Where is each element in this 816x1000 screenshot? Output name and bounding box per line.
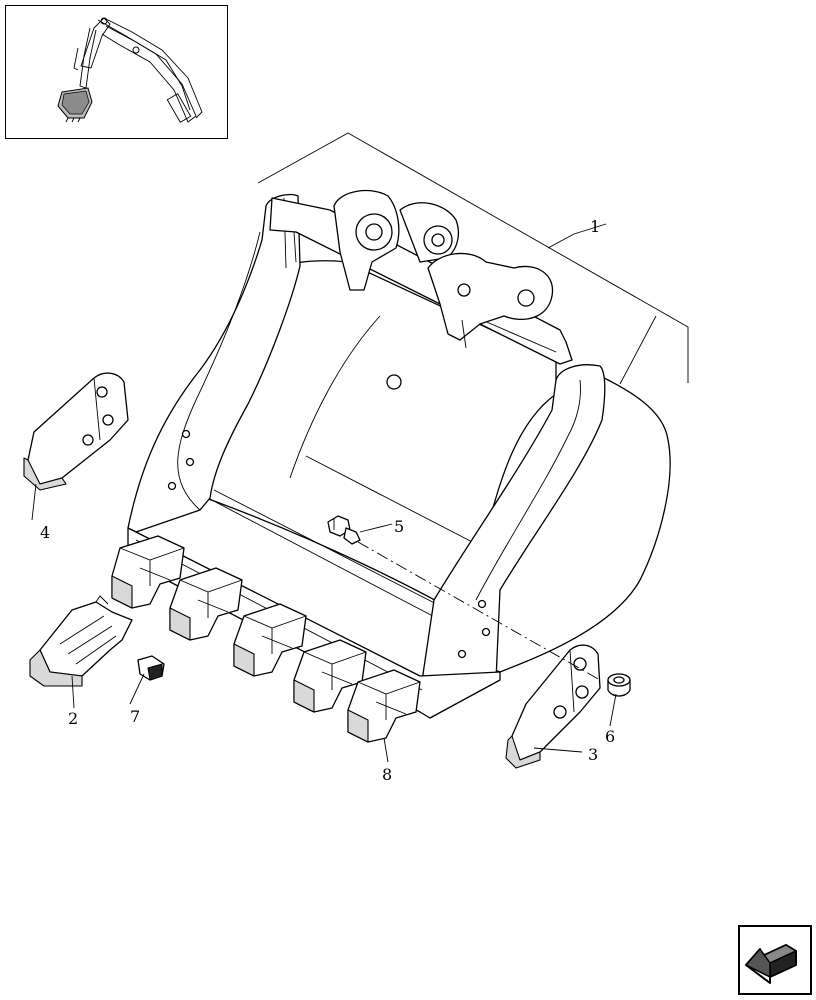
callout-4: 4 xyxy=(40,523,50,542)
assembly-centerline xyxy=(357,541,601,681)
callout-labels: 1 2 3 4 5 6 7 8 xyxy=(40,217,615,784)
leader-lines xyxy=(31,483,617,763)
tooth-point xyxy=(29,595,133,687)
next-page-button[interactable] xyxy=(738,925,812,995)
left-side-cutter xyxy=(23,372,129,491)
nut xyxy=(607,673,631,697)
callout-7: 7 xyxy=(130,707,140,726)
bolt xyxy=(327,515,361,545)
callout-3: 3 xyxy=(588,745,598,764)
adapter-3 xyxy=(233,603,307,677)
callout-8: 8 xyxy=(382,765,392,784)
lock-pin xyxy=(137,655,165,681)
tooth-adapters xyxy=(111,535,421,743)
callout-1: 1 xyxy=(590,217,600,236)
right-side-cutter xyxy=(505,644,601,769)
callout-5: 5 xyxy=(394,517,404,536)
bucket-body xyxy=(127,189,671,719)
adapter-4 xyxy=(293,639,367,713)
callout-6: 6 xyxy=(605,727,615,746)
assembly-bracket-lines xyxy=(257,132,689,385)
adapter-2 xyxy=(169,567,243,641)
excavator-icon xyxy=(57,17,203,123)
adapter-1 xyxy=(111,535,185,609)
callout-2: 2 xyxy=(68,709,78,728)
arrow-icon xyxy=(745,944,797,984)
adapter-5 xyxy=(347,669,421,743)
overview-thumbnail xyxy=(5,5,228,139)
